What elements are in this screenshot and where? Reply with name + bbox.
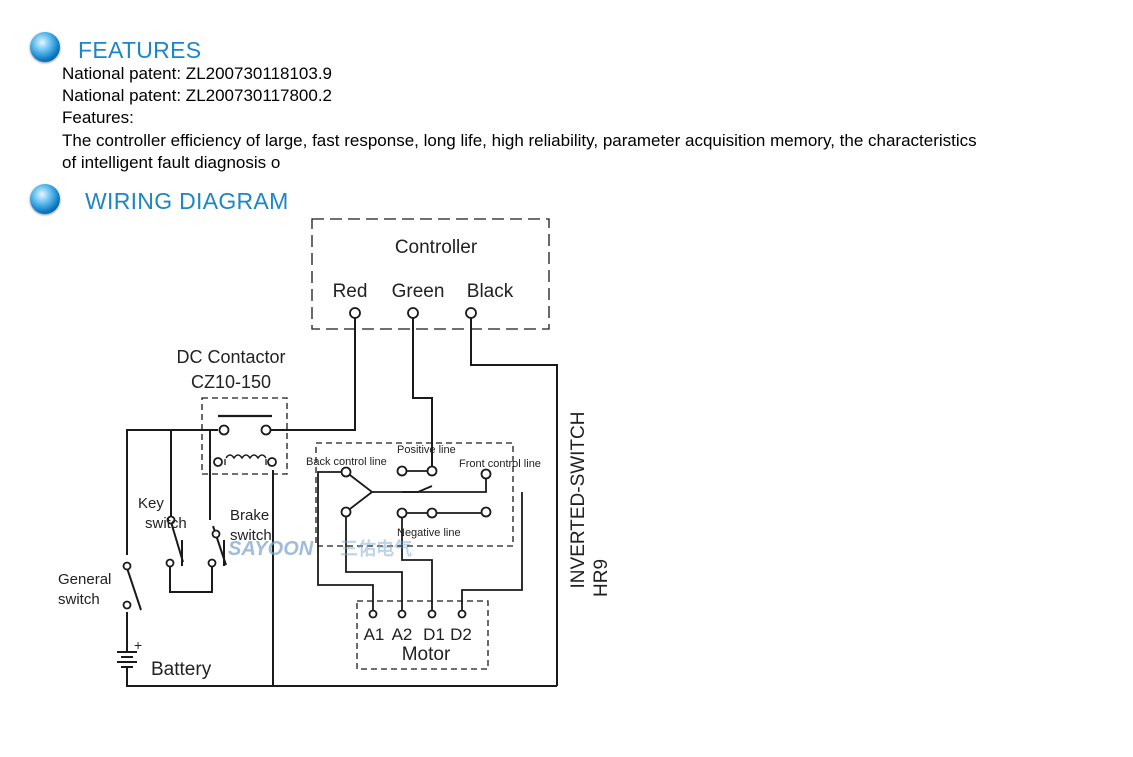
controller-terminal-green: Green <box>392 281 445 302</box>
terminal-green <box>407 307 419 319</box>
features-line-2: National patent: ZL200730117800.2 <box>62 86 333 105</box>
contactor-box <box>201 397 288 475</box>
front-control-line-label: Front control line <box>459 458 541 470</box>
general-switch-label-2: switch <box>58 591 100 608</box>
general-switch-icon <box>126 567 142 611</box>
back-control-line-label: Back control line <box>306 456 387 468</box>
terminal-red <box>349 307 361 319</box>
controller-label: Controller <box>395 237 478 258</box>
motor-terminal-d2: D2 <box>450 625 472 644</box>
battery-icon <box>117 651 137 668</box>
battery-plus-label: + <box>134 637 142 653</box>
controller-terminal-black: Black <box>467 281 514 302</box>
motor-label: Motor <box>402 644 451 665</box>
contactor-coil-icon <box>225 454 267 460</box>
key-switch-icon <box>170 521 184 563</box>
wiring-title: WIRING DIAGRAM <box>85 188 289 214</box>
motor-box <box>356 600 489 670</box>
wire-green <box>412 318 433 471</box>
controller-terminal-red: Red <box>333 281 368 302</box>
watermark-cn: 三佑电气 <box>340 538 412 559</box>
terminal-d2 <box>457 609 467 619</box>
positive-line-label: Positive line <box>397 444 456 456</box>
features-line-1: National patent: ZL200730118103.9 <box>62 64 333 83</box>
battery-label: Battery <box>151 659 212 680</box>
watermark-brand: SAYOON <box>228 538 314 560</box>
key-switch-label-1: Key <box>138 495 164 512</box>
features-title: FEATURES <box>78 37 202 63</box>
terminal-a1 <box>368 609 378 619</box>
key-switch-label-2: switch <box>145 515 187 532</box>
wiring-bullet-icon <box>30 184 60 214</box>
motor-terminal-a2: A2 <box>392 625 413 644</box>
features-line-4: The controller efficiency of large, fast… <box>62 131 977 150</box>
controller-box <box>311 218 550 330</box>
inverted-switch-label: INVERTED-SWITCH <box>568 412 589 589</box>
features-line-5: of intelligent fault diagnosis o <box>62 153 281 172</box>
contactor-label-2: CZ10-150 <box>191 372 271 392</box>
wire-red <box>270 318 356 431</box>
terminal-d1 <box>427 609 437 619</box>
inverted-switch-model: HR9 <box>591 559 612 597</box>
terminal-a2 <box>397 609 407 619</box>
brake-switch-label-1: Brake <box>230 507 269 524</box>
motor-terminal-a1: A1 <box>364 625 385 644</box>
features-bullet-icon <box>30 32 60 62</box>
brake-switch-label-2: switch <box>230 527 272 544</box>
features-line-3: Features: <box>62 108 134 127</box>
contactor-label-1: DC Contactor <box>176 347 285 367</box>
negative-line-label: Negative line <box>397 527 461 539</box>
motor-terminal-d1: D1 <box>423 625 445 644</box>
terminal-black <box>465 307 477 319</box>
general-switch-label-1: General <box>58 571 111 588</box>
wire-black <box>470 318 558 686</box>
